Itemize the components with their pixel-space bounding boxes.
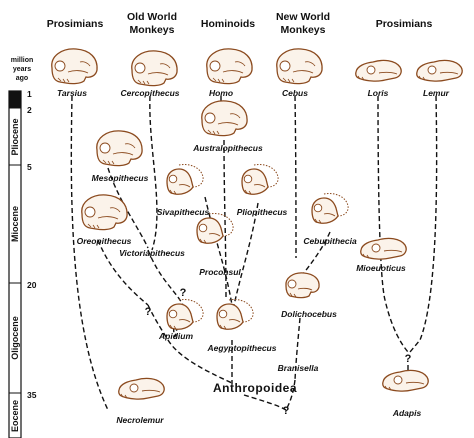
axis-note-line2: years [13, 66, 31, 73]
sivapithecus-skull-illustration [166, 163, 204, 195]
tick-label-20: 20 [27, 280, 37, 290]
label-proconsul: Proconsul [199, 267, 241, 277]
epoch-eocene: Eocene [10, 400, 20, 432]
header-new-world-monkeys-line1: New World [276, 11, 330, 23]
tick-label-2: 2 [27, 105, 32, 115]
oreopithecus-skull-illustration [81, 194, 128, 231]
pliopithecus-skull-illustration [241, 163, 279, 195]
label-branisella: Branisella [278, 363, 319, 373]
label-pliopithecus: Pliopithecus [237, 207, 288, 217]
mioeuoticus-skull-illustration [360, 237, 407, 260]
cebus-skull-illustration [276, 48, 323, 85]
cebupithecia-skull-illustration [311, 192, 349, 224]
tick-label-1: 1 [27, 89, 32, 99]
label-mesopithecus: Mesopithecus [92, 173, 149, 183]
label-oreopithecus: Oreopithecus [77, 236, 132, 246]
cercopithecus-skull-illustration [131, 50, 178, 87]
aegyptopithecus-skull-illustration [216, 298, 254, 330]
label-sivapithecus: Sivapithecus [157, 207, 210, 217]
apidium-skull-illustration [166, 298, 204, 330]
tick-label-35: 35 [27, 390, 37, 400]
adapis-skull-illustration [382, 369, 429, 392]
question-mark-hominoid: ? [180, 287, 187, 299]
lemur-skull-illustration [416, 59, 463, 82]
lineage-lines [70, 95, 438, 411]
label-cebupithecia: Cebupithecia [303, 236, 357, 246]
label-australopithecus: Australopithecus [192, 143, 263, 153]
question-mark-anthropoid-origin: ? [283, 405, 290, 417]
necrolemur-skull-illustration [118, 377, 165, 400]
australopithecus-skull-illustration [201, 100, 248, 137]
header-prosimians-left: Prosimians [47, 18, 104, 30]
label-necrolemur: Necrolemur [116, 415, 164, 425]
header-prosimians-right: Prosimians [376, 18, 433, 30]
question-mark-prosimian: ? [405, 353, 412, 365]
axis-note-line3: ago [16, 75, 28, 82]
tick-label-5: 5 [27, 162, 32, 172]
label-cercopithecus: Cercopithecus [120, 88, 179, 98]
label-cebus: Cebus [282, 88, 308, 98]
label-apidium: Apidium [158, 331, 193, 341]
label-mioeuoticus: Mioeuoticus [356, 263, 406, 273]
header-hominoids: Hominoids [201, 18, 255, 30]
tarsius-skull-illustration [51, 48, 98, 85]
header-old-world-monkeys-line2: Monkeys [130, 24, 175, 36]
header-new-world-monkeys-line2: Monkeys [281, 24, 326, 36]
label-aegyptopithecus: Aegyptopithecus [207, 343, 277, 353]
label-dolichocebus: Dolichocebus [281, 309, 337, 319]
epoch-pliocene: Pliocene [10, 118, 20, 155]
header-old-world-monkeys-line1: Old World [127, 11, 177, 23]
loris-skull-illustration [355, 59, 402, 82]
label-loris: Loris [368, 88, 389, 98]
time-scale-bar [8, 90, 22, 438]
label-tarsius: Tarsius [57, 88, 87, 98]
epoch-miocene: Miocene [10, 206, 20, 242]
label-adapis: Adapis [392, 408, 422, 418]
label-victoriapithecus: Victoriapithecus [119, 248, 185, 258]
homo-skull-illustration [206, 48, 253, 85]
label-lemur: Lemur [423, 88, 450, 98]
dolichocebus-skull-illustration [285, 272, 320, 299]
axis-note-line1: million [11, 57, 34, 64]
label-anthropoidea: Anthropoidea [213, 381, 297, 395]
epoch-oligocene: Oligocene [10, 316, 20, 360]
proconsul-skull-illustration [196, 212, 234, 244]
mesopithecus-skull-illustration [96, 130, 143, 167]
question-mark-old-world: ? [145, 306, 152, 318]
label-homo: Homo [209, 88, 233, 98]
